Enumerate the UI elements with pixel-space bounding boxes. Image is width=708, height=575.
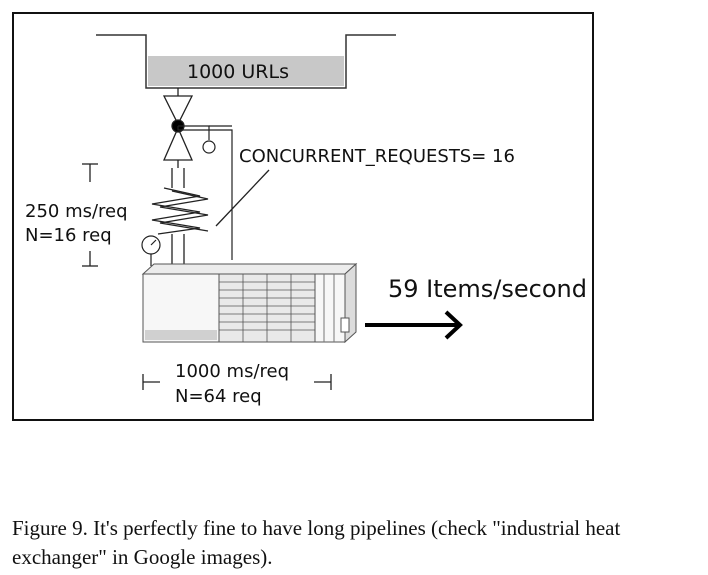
- concurrency-pointer: [215, 169, 270, 227]
- processor-latency: 1000 ms/req: [175, 361, 289, 382]
- coil-pipe: [151, 168, 209, 266]
- pressure-gauge-icon: [141, 235, 161, 266]
- downloader-latency: 250 ms/req: [25, 201, 128, 222]
- bypass-pipe: [177, 126, 233, 260]
- processor-count: N=64 req: [175, 386, 262, 407]
- processor-dimension: [142, 374, 332, 390]
- tank-label: 1000 URLs: [187, 61, 289, 83]
- figure-frame: [12, 12, 594, 421]
- output-rate: 59 Items/second: [388, 275, 587, 303]
- output-arrow-icon: [365, 310, 463, 340]
- heat-exchanger: [141, 262, 358, 344]
- figure-caption: Figure 9. It's perfectly fine to have lo…: [12, 516, 621, 569]
- concurrency-label: CONCURRENT_REQUESTS= 16: [239, 146, 515, 167]
- downloader-dimension: [82, 163, 98, 267]
- url-tank: [96, 34, 396, 89]
- downloader-count: N=16 req: [25, 225, 112, 246]
